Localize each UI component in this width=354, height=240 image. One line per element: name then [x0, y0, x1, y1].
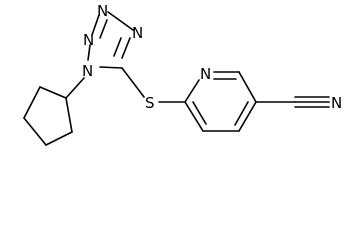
- bond-n3-n2: [91, 14, 100, 36]
- bond-c3-c2-inner: [192, 101, 207, 125]
- bond-c5-s: [121, 67, 145, 98]
- atom-n3-label: N: [97, 2, 108, 20]
- atom-pyridine-n-label: N: [200, 65, 211, 83]
- bond-c5p-c4-inner: [234, 101, 249, 126]
- molecule-canvas: N N N N S N N: [23, 2, 342, 146]
- bond-c6-c5p: [238, 71, 257, 103]
- bond-c3-c2: [184, 101, 204, 132]
- bond-c5-n4-double: [113, 37, 122, 57]
- bond-cp-1: [39, 86, 67, 99]
- bond-cp-3: [23, 117, 47, 146]
- bond-cp-5: [65, 97, 73, 133]
- bond-n4-n3: [107, 11, 134, 31]
- atom-n1-label: N: [82, 62, 93, 80]
- bond-n2-n1: [87, 44, 91, 61]
- structure-diagram: N N N N S N N: [23, 2, 342, 146]
- bond-c5-n4: [121, 37, 131, 59]
- atom-s-label: S: [145, 94, 155, 112]
- bond-cp-2: [23, 86, 41, 119]
- bond-n3-n2-double: [99, 19, 108, 39]
- atom-n4-label: N: [132, 24, 143, 42]
- bond-n1-c5: [99, 66, 123, 69]
- atom-nitrile-n-label: N: [331, 94, 342, 112]
- bond-n1-cyclopentyl: [65, 77, 85, 99]
- bond-c5p-c4: [238, 101, 257, 132]
- bond-c2-npyr: [184, 79, 200, 103]
- atom-n2-label: N: [83, 31, 94, 49]
- bond-cp-4: [45, 131, 73, 146]
